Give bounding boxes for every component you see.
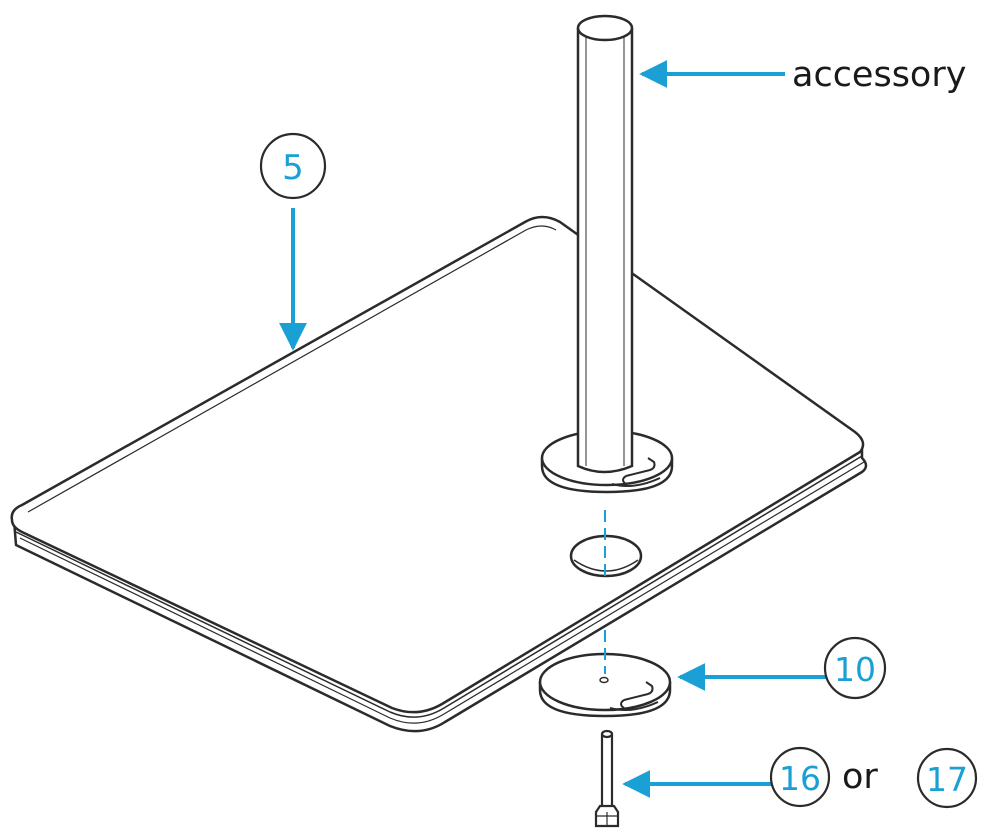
part-10-label: 10	[834, 650, 876, 689]
part-16-label: 16	[779, 759, 821, 798]
callout-circle-16	[769, 746, 831, 808]
callout-circle-5	[259, 132, 327, 200]
part-17-label: 17	[926, 760, 968, 799]
accessory-pole	[576, 14, 634, 474]
or-label: or	[842, 757, 878, 797]
callout-arrows	[279, 60, 832, 798]
callout-circles	[259, 132, 978, 809]
screw	[594, 729, 620, 828]
part-5-label: 5	[282, 148, 304, 188]
callout-circle-17	[916, 747, 978, 809]
callout-circle-10	[823, 636, 887, 700]
lower-disc	[538, 652, 672, 718]
base-plate	[10, 215, 868, 733]
accessory-label: accessory	[792, 55, 966, 95]
